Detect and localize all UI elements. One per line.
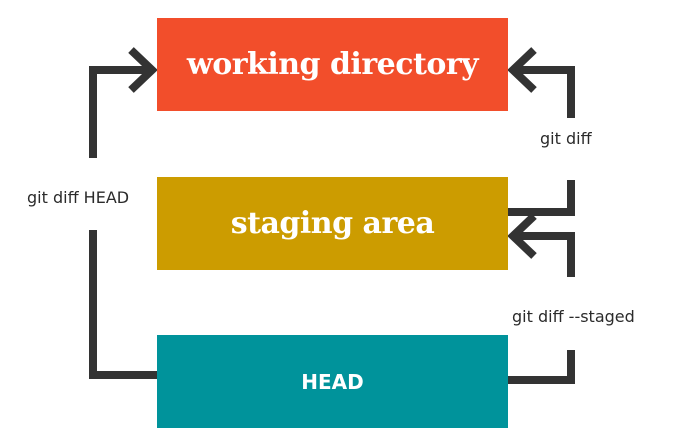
diff-head-arrow-line-top	[89, 66, 150, 158]
working-directory-label: working directory	[186, 47, 479, 82]
diff-head-arrow-head	[128, 47, 158, 93]
diff-head-arrow-line	[89, 230, 157, 379]
head-box: HEAD	[157, 335, 508, 428]
head-label: HEAD	[301, 369, 364, 394]
diff-staged-arrow-line-bottom	[508, 350, 575, 384]
git-diff-label: git diff	[540, 129, 592, 148]
diff-arrow-head	[507, 47, 537, 93]
staging-area-label: staging area	[230, 206, 435, 241]
git-diff-staged-label: git diff --staged	[512, 307, 635, 326]
diff-arrow-line-bottom	[508, 180, 575, 216]
staging-area-box: staging area	[157, 177, 508, 270]
diff-arrow-line-top	[515, 66, 575, 118]
diff-staged-arrow-line-top	[515, 232, 575, 277]
diff-staged-arrow-head	[507, 213, 537, 259]
working-directory-box: working directory	[157, 18, 508, 111]
git-diff-head-label: git diff HEAD	[27, 188, 130, 207]
